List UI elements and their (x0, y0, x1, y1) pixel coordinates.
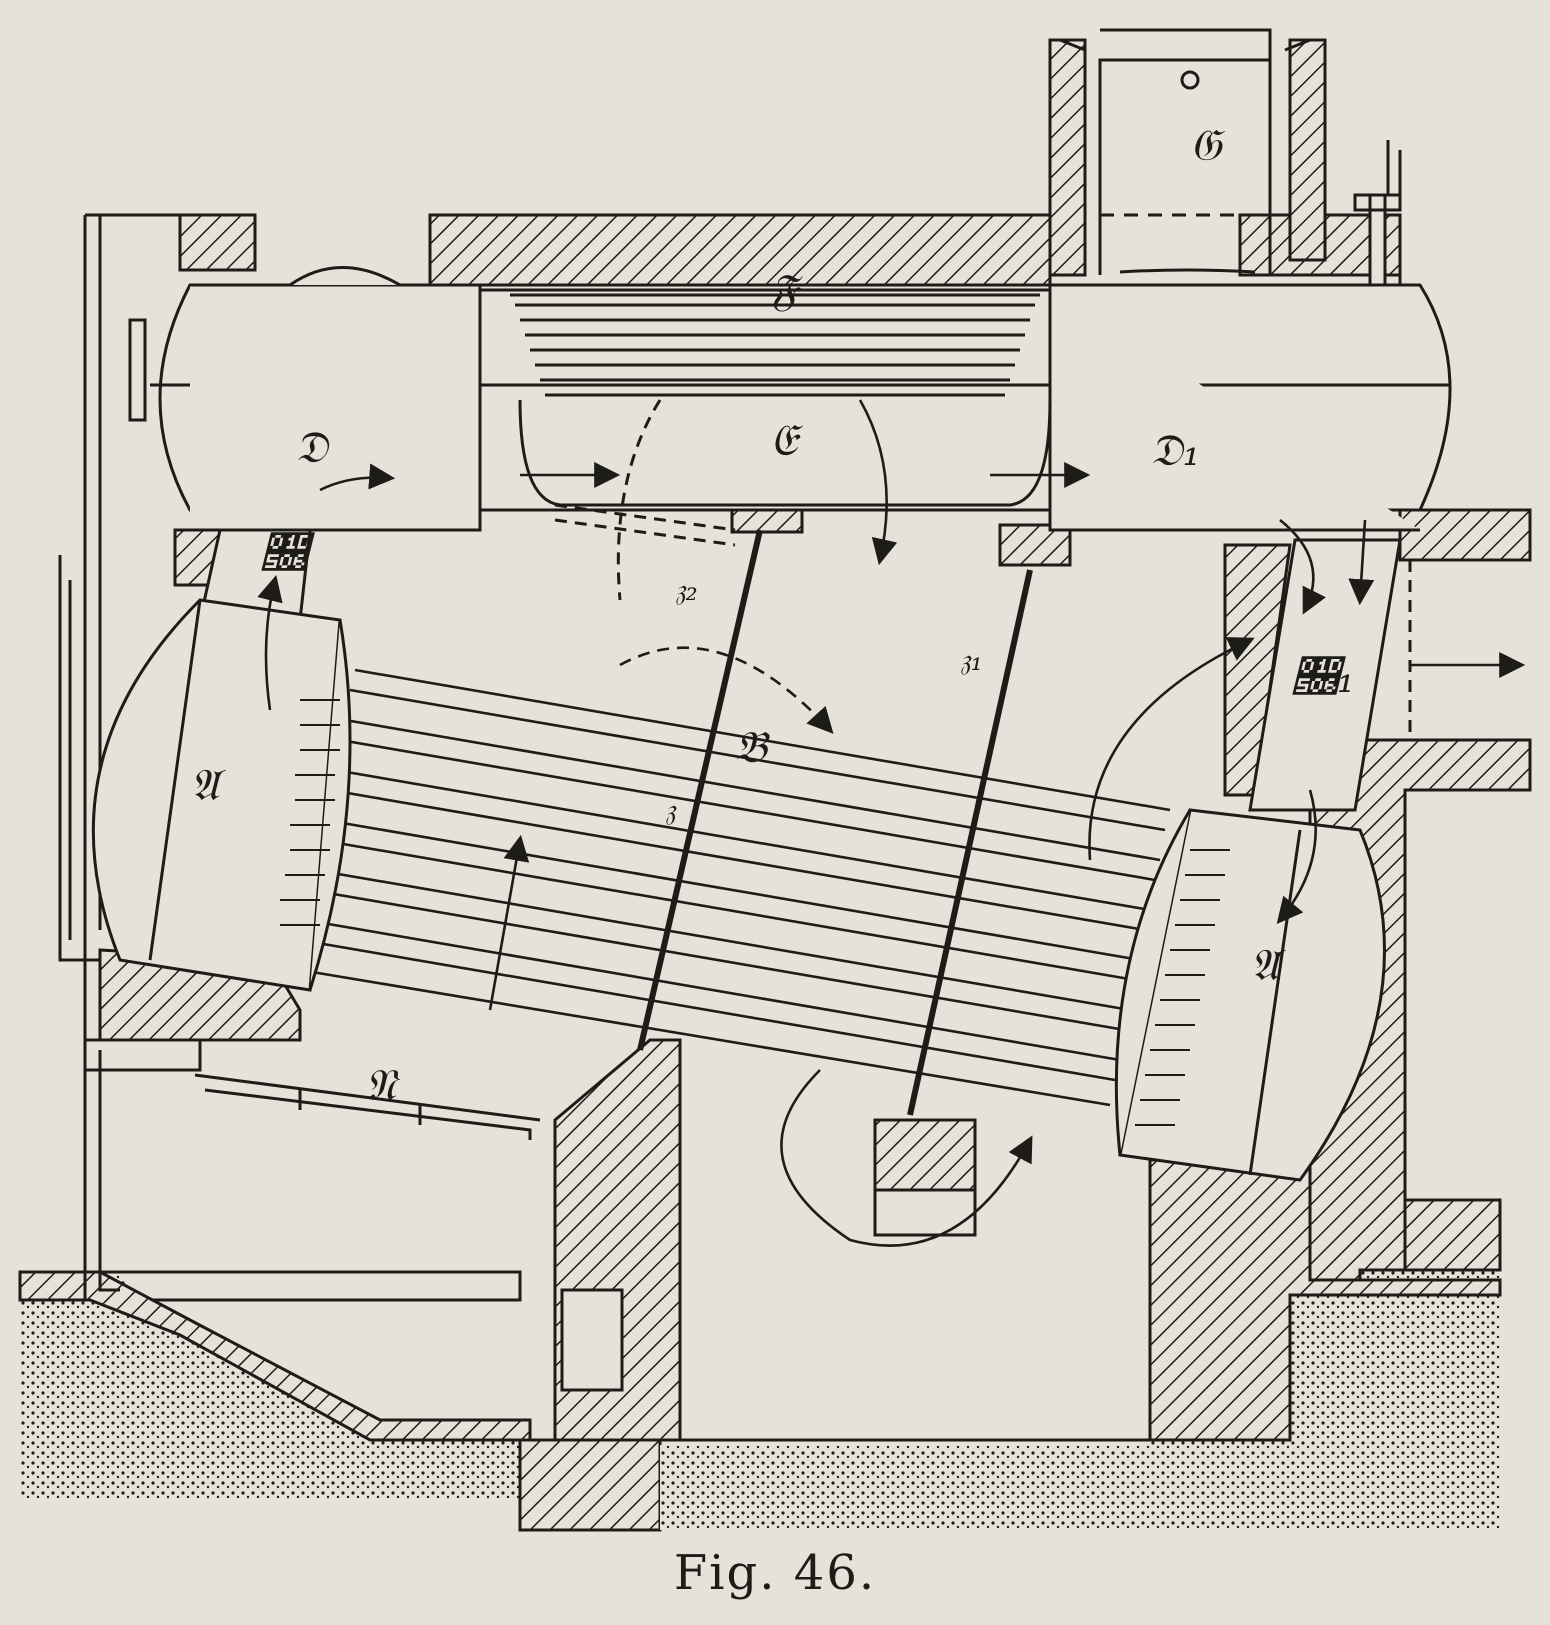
suspension-rods (637, 529, 1033, 1116)
steam-dome-g (1059, 28, 1311, 275)
label-z1: 𝔷₁ (960, 643, 983, 678)
header-a-left (91, 598, 352, 992)
dashed-guide-lines (554, 399, 1412, 740)
label-d1: 𝔇₁ (1150, 425, 1200, 476)
grate-r (194, 1073, 541, 1140)
label-g: 𝔊 (1190, 120, 1225, 171)
figure-caption: Fig. 46. (673, 1545, 877, 1601)
feed-plates-f (510, 293, 1040, 397)
label-b: 𝔅 (735, 722, 771, 773)
upper-drum (128, 266, 1452, 532)
flow-arrows (257, 399, 1526, 1247)
label-r: 𝔑 (365, 1060, 400, 1111)
label-f: 𝔉 (770, 265, 803, 316)
label-c1: 𝔆₁ (1292, 652, 1355, 703)
header-a-right (1114, 808, 1386, 1182)
label-z2: 𝔷₂ (675, 573, 698, 608)
label-z: 𝔷 (665, 793, 677, 828)
water-tube-bundle (299, 668, 1171, 1107)
label-d: 𝔇 (295, 422, 330, 473)
